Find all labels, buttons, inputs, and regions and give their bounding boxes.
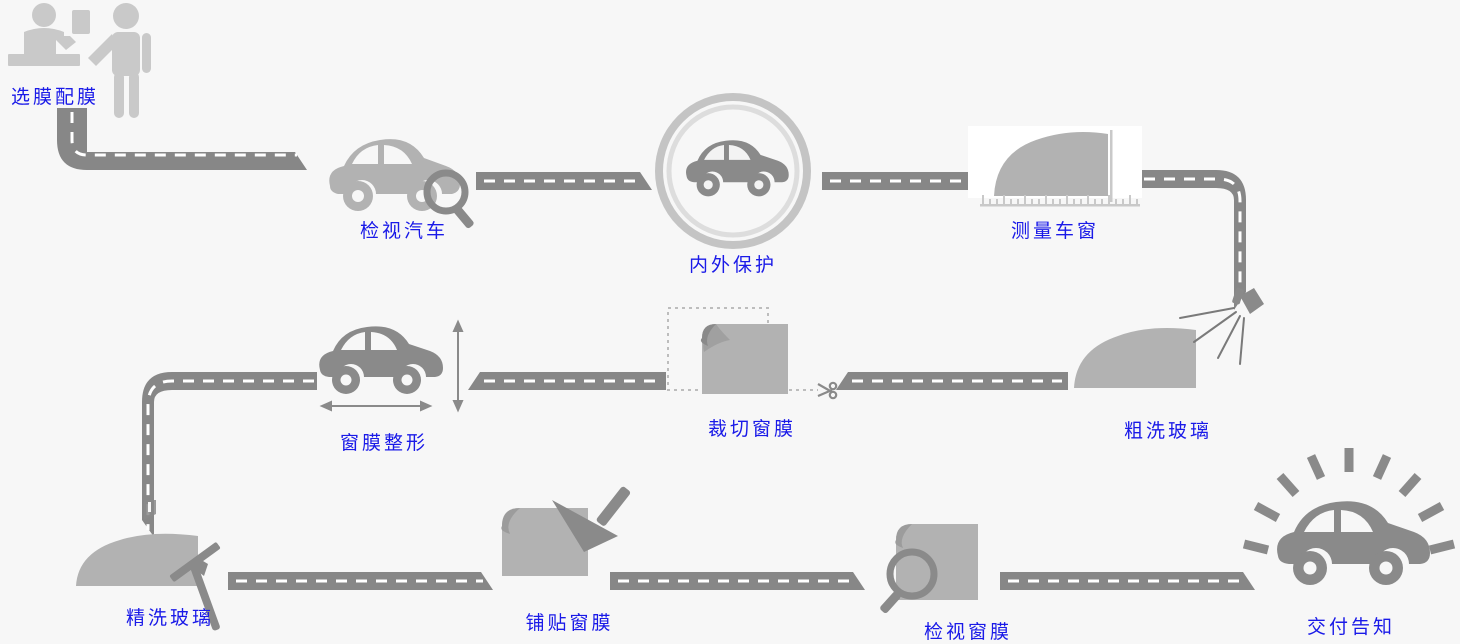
car-with-magnifier-icon bbox=[329, 139, 474, 229]
connector-road-c9 bbox=[610, 572, 865, 594]
film-with-magnifier-icon bbox=[880, 524, 978, 614]
step-protect-interior[interactable]: 内外保护 bbox=[654, 92, 812, 276]
connector-road-c10 bbox=[1000, 572, 1255, 594]
step-delivery-notice[interactable]: 交付告知 bbox=[1238, 440, 1460, 638]
connector-road-c5 bbox=[836, 372, 1068, 394]
step-apply-film[interactable]: 铺贴窗膜 bbox=[490, 478, 650, 634]
two-people-at-counter-icon bbox=[8, 3, 151, 118]
step-label-inspect-film: 检视窗膜 bbox=[923, 621, 1012, 643]
step-shape-film[interactable]: 窗膜整形 bbox=[312, 318, 472, 454]
car-with-dimensions-icon bbox=[319, 319, 464, 413]
step-label-shape-film: 窗膜整形 bbox=[339, 432, 428, 454]
step-label-delivery-notice: 交付告知 bbox=[1306, 616, 1395, 638]
step-label-apply-film: 铺贴窗膜 bbox=[525, 612, 614, 634]
step-select-film[interactable]: 选膜配膜 bbox=[8, 2, 153, 120]
step-label-measure-window: 测量车窗 bbox=[1010, 220, 1099, 242]
step-fine-wash-glass[interactable]: 精洗玻璃 bbox=[70, 500, 255, 633]
step-rough-wash-glass[interactable]: 粗洗玻璃 bbox=[1068, 286, 1278, 442]
step-cut-film[interactable]: 裁切窗膜 bbox=[662, 302, 842, 440]
connector-road-c7 bbox=[142, 372, 317, 537]
shining-car-icon bbox=[1242, 448, 1456, 585]
connector-road-c2 bbox=[476, 172, 652, 194]
window-with-sprayer-icon bbox=[1074, 287, 1264, 388]
window-with-ruler-icon bbox=[968, 126, 1142, 207]
step-label-inspect-car: 检视汽车 bbox=[359, 220, 448, 242]
step-label-protect-interior: 内外保护 bbox=[688, 254, 777, 276]
step-label-rough-wash-glass: 粗洗玻璃 bbox=[1123, 420, 1212, 442]
car-in-circle-icon bbox=[655, 93, 811, 249]
connector-road-c1 bbox=[45, 108, 310, 193]
connector-road-c8 bbox=[228, 572, 493, 594]
film-with-scissors-icon bbox=[667, 307, 838, 400]
connector-road-c3 bbox=[822, 172, 982, 194]
window-with-squeegee-icon bbox=[76, 500, 221, 631]
step-label-select-film: 选膜配膜 bbox=[10, 86, 99, 108]
step-inspect-car[interactable]: 检视汽车 bbox=[322, 124, 487, 242]
step-label-cut-film: 裁切窗膜 bbox=[707, 418, 796, 440]
step-measure-window[interactable]: 测量车窗 bbox=[968, 124, 1148, 242]
step-label-fine-wash-glass: 精洗玻璃 bbox=[125, 607, 214, 629]
film-with-squeegee-icon bbox=[501, 486, 631, 576]
step-inspect-film[interactable]: 检视窗膜 bbox=[868, 512, 1009, 643]
connector-road-c6 bbox=[468, 372, 666, 394]
